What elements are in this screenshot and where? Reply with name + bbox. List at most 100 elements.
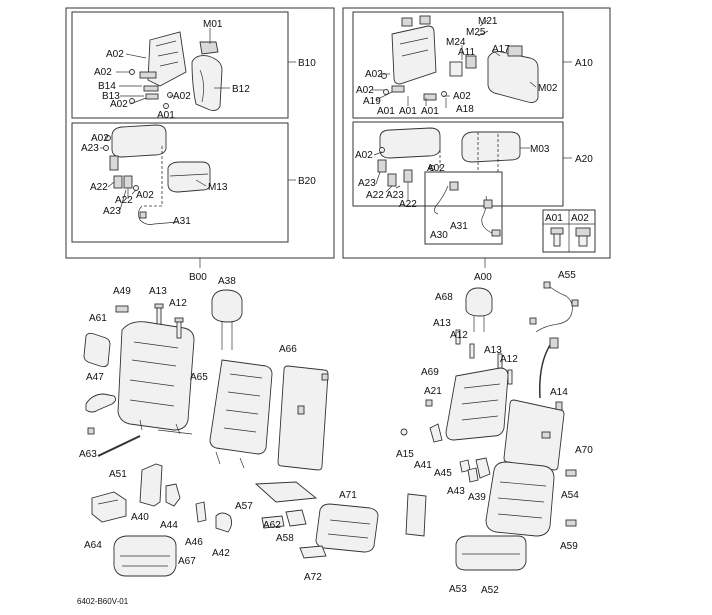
- frame-a65: [209, 359, 273, 469]
- label-m01: M01: [203, 19, 223, 30]
- part-a46: [195, 501, 207, 523]
- a20-seat-cushion-left: [379, 127, 441, 159]
- label-a02: A02: [173, 91, 191, 102]
- clip-a21: [425, 399, 433, 407]
- bracket-a44: [165, 483, 181, 507]
- label-a02: A02: [91, 133, 109, 144]
- label-a02: A02: [110, 99, 128, 110]
- clip-a49: [115, 305, 129, 313]
- label-a02: A02: [365, 69, 383, 80]
- label-a41: A41: [414, 460, 432, 471]
- label-a71: A71: [339, 490, 357, 501]
- label-m02: M02: [538, 83, 558, 94]
- part-a42: [215, 512, 233, 533]
- label-m24: M24: [446, 37, 466, 48]
- frame-a69: [445, 367, 509, 441]
- label-a02: A02: [355, 150, 373, 161]
- label-a40: A40: [131, 512, 149, 523]
- label-a30: A30: [430, 230, 448, 241]
- label-b12: B12: [232, 84, 250, 95]
- harness-a55: [529, 281, 579, 333]
- label-a31: A31: [450, 221, 468, 232]
- label-a02: A02: [356, 85, 374, 96]
- rod-a51: [97, 435, 141, 457]
- label-a65: A65: [190, 372, 208, 383]
- part-a64: [91, 491, 127, 523]
- panel-a70: [503, 399, 565, 471]
- figure-code: 6402-B60V-01: [77, 597, 129, 606]
- legend-a02: A02: [571, 213, 589, 224]
- label-a18: A18: [456, 104, 474, 115]
- bracket-a58: [261, 515, 285, 529]
- label-a23: A23: [386, 190, 404, 201]
- label-a20: A20: [575, 154, 593, 165]
- label-m13: M13: [208, 182, 228, 193]
- bracket-a57: [254, 481, 318, 503]
- armrest-a47-part: [85, 393, 117, 413]
- legend-a01: A01: [545, 213, 563, 224]
- bolts-a13-a12-right: [455, 329, 513, 385]
- label-m03: M03: [530, 144, 550, 155]
- label-a54: A54: [561, 490, 579, 501]
- clip-a54: [565, 469, 577, 477]
- label-a02: A02: [427, 163, 445, 174]
- label-a13: A13: [484, 345, 502, 356]
- label-a57: A57: [235, 501, 253, 512]
- label-a13: A13: [149, 286, 167, 297]
- label-a61: A61: [89, 313, 107, 324]
- label-b10: B10: [298, 58, 316, 69]
- label-a17: A17: [492, 44, 510, 55]
- label-a68: A68: [435, 292, 453, 303]
- panel-left-small: [405, 493, 427, 537]
- label-a49: A49: [113, 286, 131, 297]
- label-a62: A62: [263, 520, 281, 531]
- label-a31: A31: [173, 216, 191, 227]
- bolt-a12: [174, 317, 184, 339]
- label-a53: A53: [449, 584, 467, 595]
- label-a59: A59: [560, 541, 578, 552]
- label-a00: A00: [474, 272, 492, 283]
- label-a23: A23: [358, 178, 376, 189]
- label-a11: A11: [458, 47, 475, 58]
- a20-seat-cushion-right: [461, 131, 521, 163]
- b10-headrest-pad: [199, 41, 219, 55]
- label-m21: M21: [478, 16, 498, 27]
- label-a72: A72: [304, 572, 322, 583]
- label-a69: A69: [421, 367, 439, 378]
- label-a10: A10: [575, 58, 593, 69]
- frame-a71: [315, 503, 379, 553]
- label-a02: A02: [453, 91, 471, 102]
- bolt-a13: [154, 303, 164, 325]
- bracket-a40: [139, 463, 163, 507]
- label-m25: M25: [466, 27, 486, 38]
- label-a22: A22: [115, 195, 133, 206]
- a20-harness-frame: [424, 171, 503, 245]
- clip-a15: [400, 428, 408, 436]
- base-a53: [455, 535, 527, 571]
- label-a01: A01: [399, 106, 417, 117]
- group-a00-frame: [342, 7, 611, 259]
- part-a43: [467, 467, 479, 483]
- label-b20: B20: [298, 176, 316, 187]
- a20-brackets: [377, 147, 435, 187]
- b10-hinge-parts: [129, 69, 173, 109]
- label-a47: A47: [86, 372, 104, 383]
- label-a39: A39: [468, 492, 486, 503]
- label-a19: A19: [363, 96, 381, 107]
- group-a20-frame: [352, 121, 564, 207]
- b10-seatback-frame: [147, 31, 187, 87]
- label-a46: A46: [185, 537, 203, 548]
- a20-harness: [434, 181, 501, 237]
- label-a13: A13: [433, 318, 451, 329]
- group-b10-frame: [71, 11, 289, 119]
- pad-a61: [83, 332, 111, 368]
- label-a70: A70: [575, 445, 593, 456]
- label-a45: A45: [434, 468, 452, 479]
- label-a01: A01: [377, 106, 395, 117]
- label-a02: A02: [136, 190, 154, 201]
- belt-a14: [539, 337, 563, 411]
- label-a23: A23: [81, 143, 99, 154]
- label-a55: A55: [558, 270, 576, 281]
- label-a43: A43: [447, 486, 465, 497]
